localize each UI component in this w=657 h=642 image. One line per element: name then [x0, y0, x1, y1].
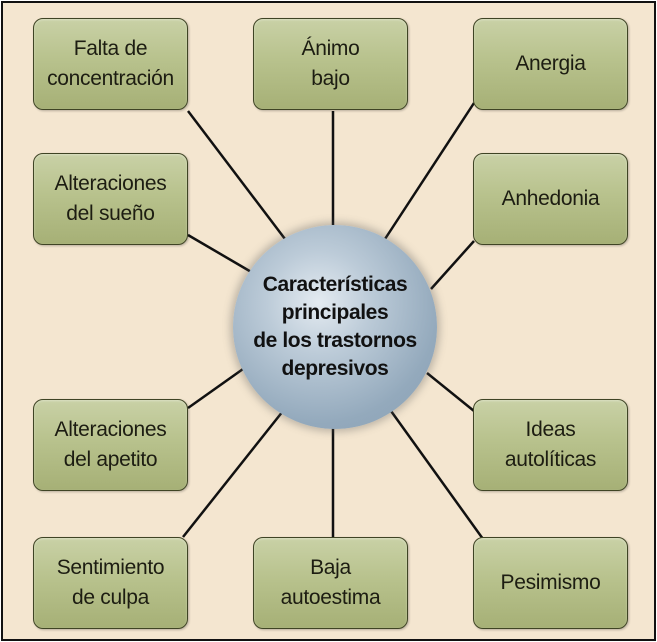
node-label: Ánimo bajo [301, 37, 360, 90]
connector-appetite [187, 367, 244, 410]
node-pesimismo: Pesimismo [473, 537, 628, 629]
connector-guilt [182, 410, 284, 538]
connector-concentration [187, 110, 286, 240]
node-label: Anhedonia [501, 187, 600, 210]
connector-suicidal [426, 372, 475, 412]
node-label: Ideas autolíticas [504, 418, 597, 471]
connector-anhedonia [430, 240, 475, 290]
node-label: Baja autoestima [280, 556, 381, 609]
node-label: Anergia [515, 52, 586, 75]
connector-sleep [187, 233, 254, 275]
node-animo-bajo: Ánimo bajo [253, 18, 408, 110]
node-label: Sentimiento de culpa [56, 556, 165, 609]
node-alteraciones-del-sueno: Alteraciones del sueño [33, 153, 188, 245]
node-sentimiento-de-culpa: Sentimiento de culpa [33, 537, 188, 629]
node-label: Alteraciones del apetito [54, 418, 167, 471]
central-concept-label: Características principales de los trast… [253, 273, 417, 380]
node-baja-autoestima: Baja autoestima [253, 537, 408, 629]
central-concept-circle: Características principales de los trast… [233, 225, 437, 429]
node-anhedonia: Anhedonia [473, 153, 628, 245]
node-label: Falta de concentración [47, 37, 174, 90]
connector-lines [182, 102, 485, 540]
node-alteraciones-del-apetito: Alteraciones del apetito [33, 399, 188, 491]
connector-energy [383, 102, 476, 240]
node-ideas-autoliticas: Ideas autolíticas [473, 399, 628, 491]
node-label: Alteraciones del sueño [54, 172, 167, 225]
node-falta-de-concentracion: Falta de concentración [33, 18, 188, 110]
node-anergia: Anergia [473, 18, 628, 110]
node-label: Pesimismo [500, 571, 601, 594]
connector-pessimism [389, 410, 485, 540]
